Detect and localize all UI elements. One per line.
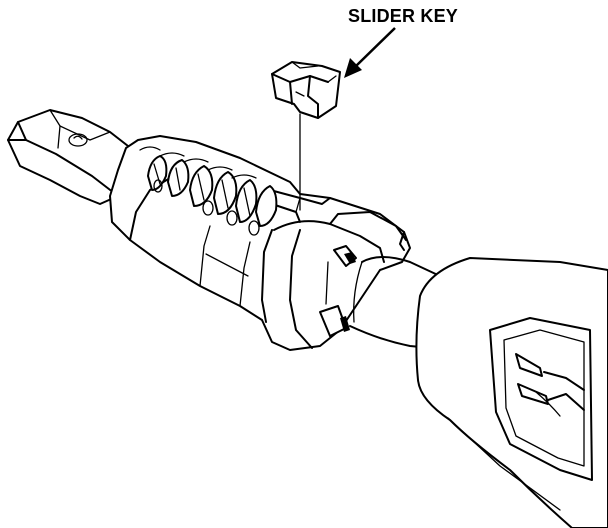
tumbler-slots: [139, 146, 278, 236]
slider-key-label: SLIDER KEY: [348, 6, 459, 26]
key-blade: [349, 256, 441, 349]
cylinder-front-clips: [319, 245, 357, 337]
ignition-key-head: [415, 257, 608, 528]
callout-arrow: [344, 27, 396, 78]
slider-key-part: [271, 61, 341, 119]
